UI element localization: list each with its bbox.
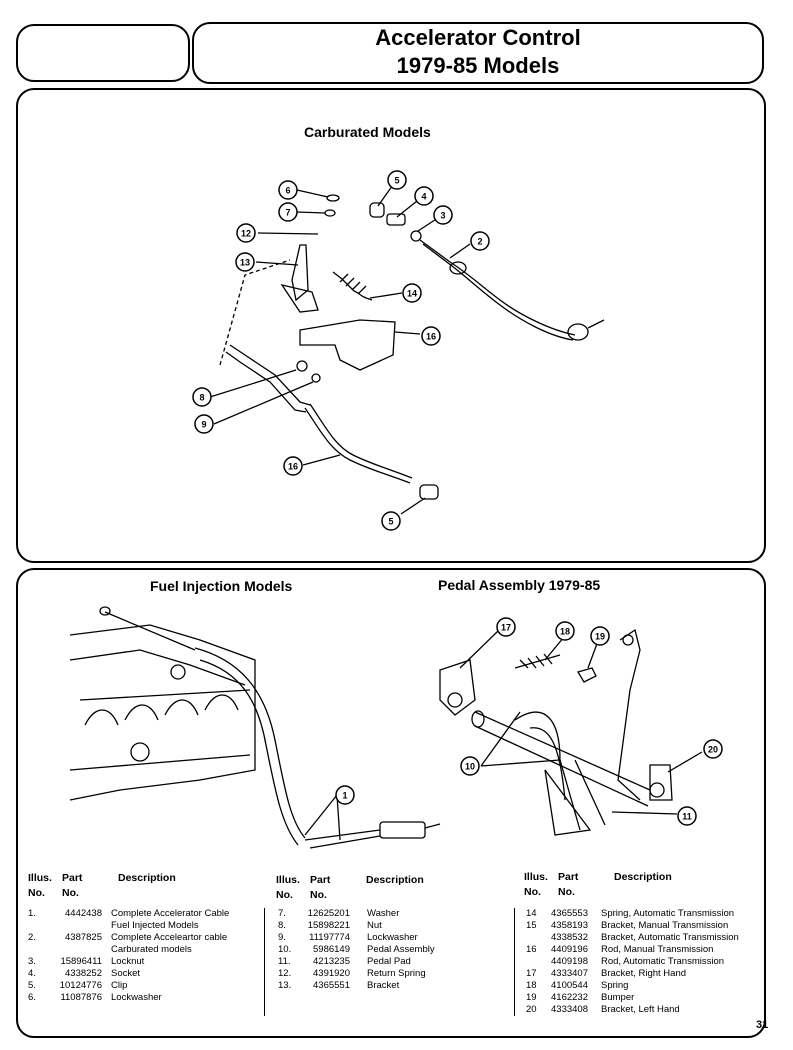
fuel-pedal-panel xyxy=(16,568,766,1038)
col3-header-description: Description xyxy=(614,871,672,883)
callout-7: 7 xyxy=(285,208,290,218)
callout-5: 5 xyxy=(394,176,399,186)
page-title: Accelerator Control xyxy=(375,25,581,50)
callout-9: 9 xyxy=(201,420,206,430)
callout-14: 14 xyxy=(407,289,417,299)
col1-header-illus: Illus.No. xyxy=(28,872,52,899)
callout-3: 3 xyxy=(440,211,445,221)
col3-header-illus: Illus.No. xyxy=(524,871,548,898)
carburated-panel xyxy=(16,88,766,563)
callout-20: 20 xyxy=(708,745,718,755)
callout-16-upper: 16 xyxy=(426,332,436,342)
callout-10: 10 xyxy=(465,762,475,772)
title-box-blank xyxy=(16,24,190,82)
callout-2: 2 xyxy=(477,237,482,247)
table-divider xyxy=(514,908,515,1016)
table-divider xyxy=(264,908,265,1016)
callout-5-lower: 5 xyxy=(388,517,393,527)
callout-11: 11 xyxy=(682,812,692,822)
callout-6: 6 xyxy=(285,186,290,196)
callout-4: 4 xyxy=(421,192,426,202)
callout-18: 18 xyxy=(560,627,570,637)
callout-19: 19 xyxy=(595,632,605,642)
fuel-injection-heading: Fuel Injection Models xyxy=(150,578,293,594)
callout-12: 12 xyxy=(241,229,251,239)
page-number: 31 xyxy=(756,1019,769,1031)
callout-17: 17 xyxy=(501,623,511,633)
col2-header-illus: Illus.No. xyxy=(276,874,300,901)
callout-16-lower: 16 xyxy=(288,462,298,472)
callout-13: 13 xyxy=(240,258,250,268)
col2-header-description: Description xyxy=(366,874,424,886)
page-subtitle: 1979-85 Models xyxy=(396,53,560,78)
carburated-heading: Carburated Models xyxy=(304,124,431,140)
callout-8: 8 xyxy=(199,393,204,403)
callout-1: 1 xyxy=(342,791,347,801)
pedal-assembly-heading: Pedal Assembly 1979-85 xyxy=(438,577,601,593)
col1-header-description: Description xyxy=(118,872,176,884)
title-box xyxy=(192,22,764,84)
